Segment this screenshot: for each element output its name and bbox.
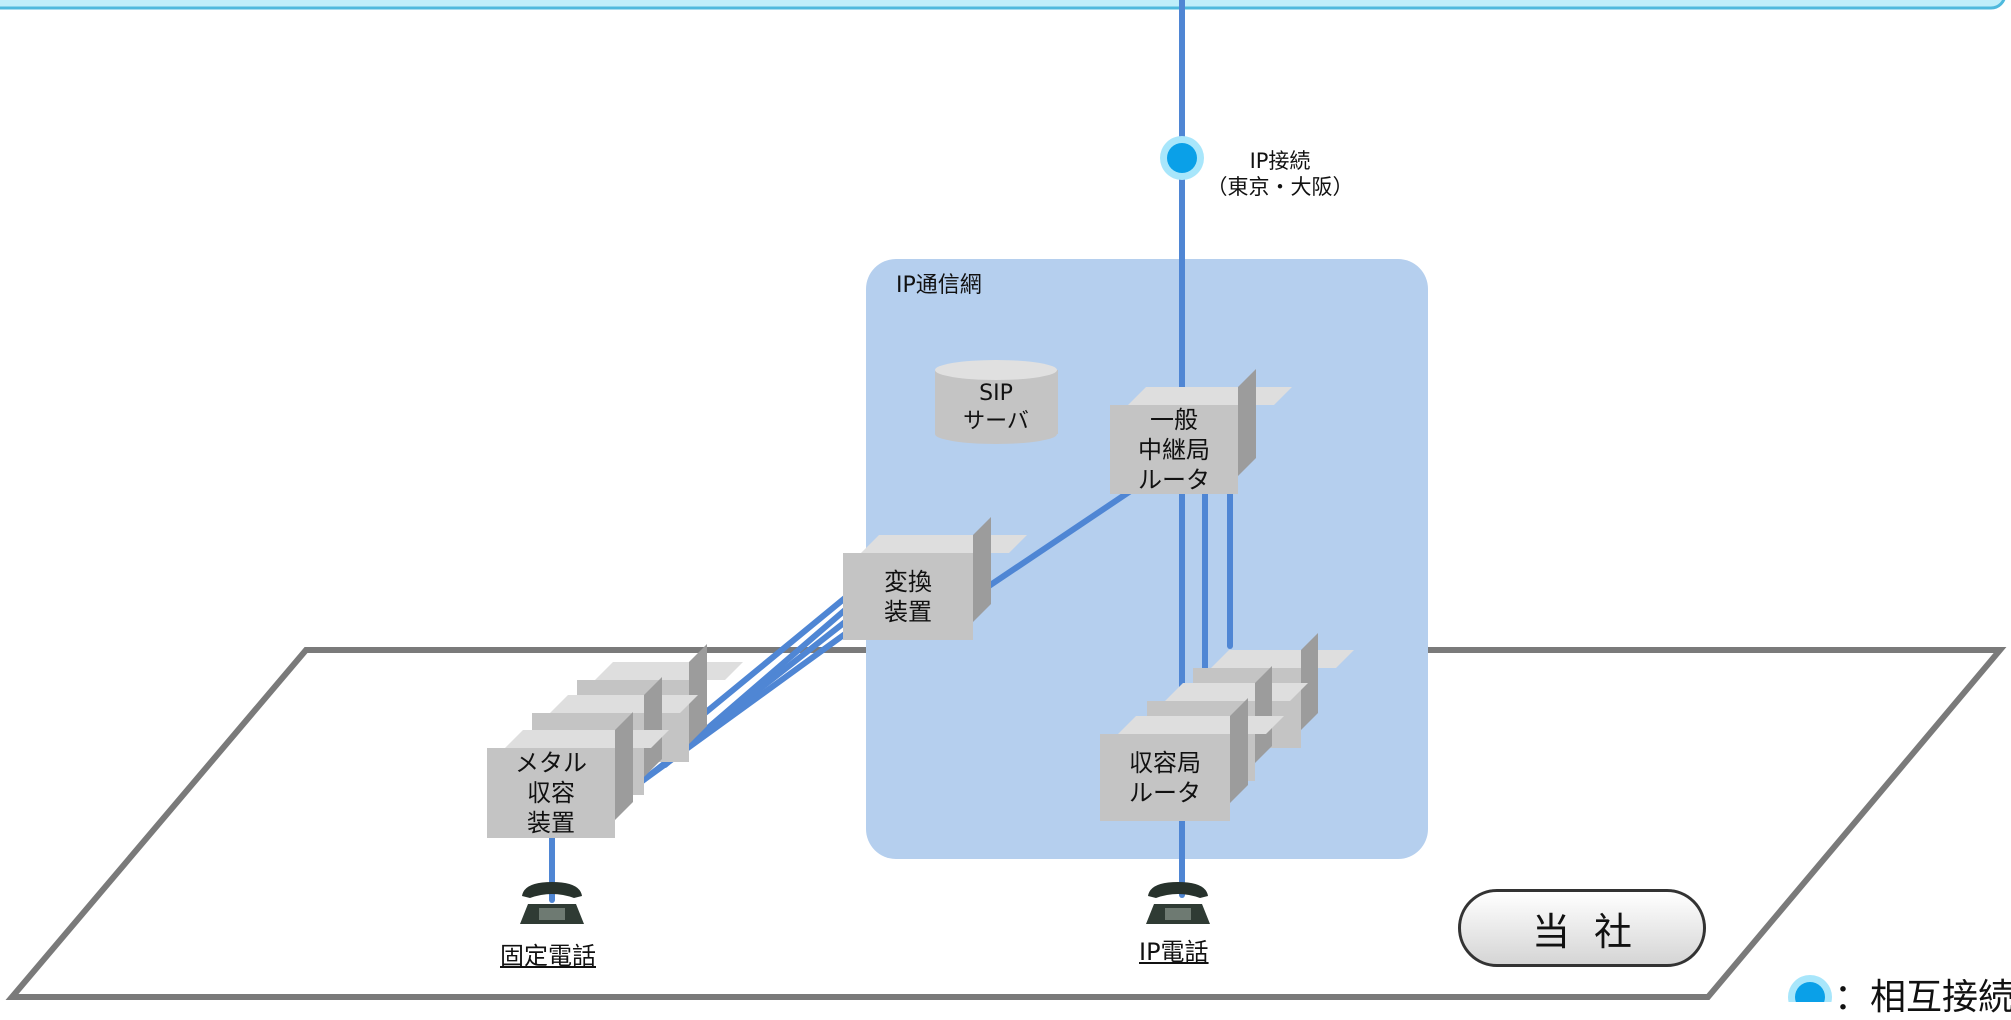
interconnect-label-line1: IP接続 — [1249, 149, 1311, 173]
converter-unit-label: 変換 装置 — [843, 553, 973, 640]
company-badge: 当社 — [1458, 889, 1706, 967]
ip-phone-label: IP電話 — [1139, 938, 1209, 966]
phone-icon — [520, 882, 584, 924]
phone-icon — [1146, 882, 1210, 924]
sip-server-line1: SIP — [979, 381, 1013, 406]
company-badge-label: 当社 — [1531, 909, 1656, 954]
access-router-label: 収容局 ルータ — [1100, 734, 1230, 821]
legend-label: ：相互接続 — [1834, 977, 2011, 1018]
external-network-bar — [0, 0, 2006, 10]
legend-point-icon-inner — [1795, 982, 1825, 1002]
ip-network-title: IP通信網 — [896, 273, 982, 298]
metal-access-unit-label: メタル 収容 装置 — [487, 748, 615, 838]
sip-server-line2: サーバ — [963, 408, 1029, 434]
interconnect-label-line2: （東京・大阪） — [1206, 175, 1354, 200]
sip-server-cylinder — [935, 360, 1058, 444]
fixed-phone-label: 固定電話 — [500, 942, 596, 970]
sip-server-label: SIP サーバ — [936, 380, 1056, 435]
general-relay-router-label: 一般 中継局 ルータ — [1110, 405, 1238, 494]
interconnect-label: IP接続 （東京・大阪） — [1195, 148, 1365, 201]
interconnect-point-inner — [1167, 143, 1197, 173]
